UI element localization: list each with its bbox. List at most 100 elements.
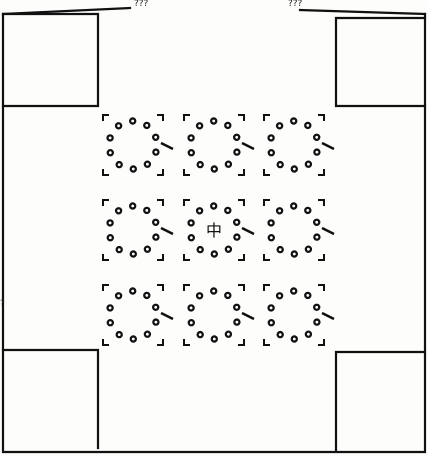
ring-dot-hole xyxy=(307,163,310,166)
ring-dot-hole xyxy=(146,163,149,166)
ring-dot-hole xyxy=(190,151,193,154)
ring-dot-hole xyxy=(227,248,230,251)
ring-dot-hole xyxy=(155,321,158,324)
ring-dot-hole xyxy=(316,321,319,324)
ring-dot-hole xyxy=(279,163,282,166)
ring-dot-hole xyxy=(235,306,238,309)
ring-dot-hole xyxy=(145,209,148,212)
ring-center-glyph: 中 xyxy=(206,221,222,240)
ring-dot-hole xyxy=(293,168,296,171)
ring-tick xyxy=(161,143,173,149)
ring-tick xyxy=(161,228,173,234)
ring-dot-hole xyxy=(279,248,282,251)
ring-dot-hole xyxy=(146,333,149,336)
star-ring-2-0 xyxy=(103,285,173,345)
ring-dot-hole xyxy=(270,137,273,140)
ring-dot-hole xyxy=(306,124,309,127)
ring-dot-hole xyxy=(307,333,310,336)
ring-dot-hole xyxy=(109,137,112,140)
ring-dot-hole xyxy=(236,321,239,324)
ring-dot-hole xyxy=(199,333,202,336)
ring-tick xyxy=(242,313,254,319)
ring-dot-hole xyxy=(198,209,201,212)
ring-dot-hole xyxy=(198,124,201,127)
ring-dot-hole xyxy=(278,124,281,127)
ring-dot-hole xyxy=(292,290,295,293)
ring-tick xyxy=(161,313,173,319)
ring-dot-hole xyxy=(145,124,148,127)
ring-dot-hole xyxy=(212,120,215,123)
ring-dot-hole xyxy=(118,248,121,251)
star-ring-1-0 xyxy=(103,200,173,260)
ring-dot-hole xyxy=(131,205,134,208)
ring-dot-hole xyxy=(117,294,120,297)
ring-dot-hole xyxy=(109,222,112,225)
ring-tick xyxy=(322,313,334,319)
star-ring-0-1 xyxy=(184,115,254,175)
ring-dot-hole xyxy=(270,236,273,239)
ring-dot-hole xyxy=(226,294,229,297)
star-ring-1-2 xyxy=(264,200,334,260)
ring-dot-hole xyxy=(227,163,230,166)
ring-dot-hole xyxy=(146,248,149,251)
ring-dot-hole xyxy=(109,151,112,154)
ring-dot-hole xyxy=(307,248,310,251)
ring-dot-hole xyxy=(226,209,229,212)
ring-dot-hole xyxy=(198,294,201,297)
star-ring-0-0 xyxy=(103,115,173,175)
ring-dot-hole xyxy=(190,321,193,324)
star-ring-0-2 xyxy=(264,115,334,175)
ring-dot-hole xyxy=(199,163,202,166)
ring-dot-hole xyxy=(315,306,318,309)
ring-dot-hole xyxy=(154,306,157,309)
ring-tick xyxy=(242,228,254,234)
ring-dot-hole xyxy=(190,236,193,239)
ring-dot-hole xyxy=(155,236,158,239)
ring-dot-hole xyxy=(292,205,295,208)
ring-dot-hole xyxy=(132,168,135,171)
ring-dot-hole xyxy=(154,221,157,224)
ring-dot-hole xyxy=(132,338,135,341)
ring-dot-hole xyxy=(212,290,215,293)
ring-dot-hole xyxy=(279,333,282,336)
ring-dot-hole xyxy=(190,222,193,225)
star-ring-2-2 xyxy=(264,285,334,345)
ring-dot-hole xyxy=(131,290,134,293)
ring-dot-hole xyxy=(293,338,296,341)
ring-dot-hole xyxy=(306,209,309,212)
ring-dot-hole xyxy=(236,236,239,239)
ring-dot-hole xyxy=(117,209,120,212)
ring-dot-hole xyxy=(131,120,134,123)
star-ring-2-1 xyxy=(184,285,254,345)
ring-tick xyxy=(242,143,254,149)
ring-tick xyxy=(322,228,334,234)
ring-dot-hole xyxy=(235,136,238,139)
ring-dot-hole xyxy=(315,221,318,224)
ring-dot-hole xyxy=(316,236,319,239)
ring-dot-hole xyxy=(155,151,158,154)
ring-dot-hole xyxy=(270,307,273,310)
ring-dot-hole xyxy=(278,209,281,212)
ring-dot-hole xyxy=(270,222,273,225)
ring-dot-hole xyxy=(316,151,319,154)
ring-dot-hole xyxy=(315,136,318,139)
ring-dot-hole xyxy=(190,137,193,140)
ring-dot-hole xyxy=(236,151,239,154)
ring-dot-hole xyxy=(109,321,112,324)
ring-dot-hole xyxy=(199,248,202,251)
ring-dot-hole xyxy=(235,221,238,224)
ring-dot-hole xyxy=(226,124,229,127)
ring-tick xyxy=(322,143,334,149)
ring-dot-hole xyxy=(213,168,216,171)
ring-dot-hole xyxy=(227,333,230,336)
ring-dot-hole xyxy=(278,294,281,297)
ring-dot-hole xyxy=(270,151,273,154)
ring-dot-hole xyxy=(109,307,112,310)
ring-dot-hole xyxy=(109,236,112,239)
ring-dot-hole xyxy=(270,321,273,324)
ring-dot-hole xyxy=(213,338,216,341)
ring-dot-hole xyxy=(212,205,215,208)
ring-dot-hole xyxy=(292,120,295,123)
ring-dot-hole xyxy=(132,253,135,256)
